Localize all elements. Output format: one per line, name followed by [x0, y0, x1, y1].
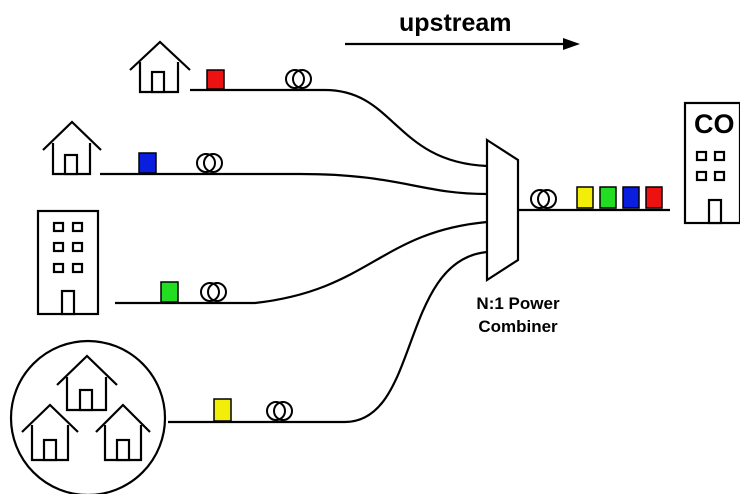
- signal-block-green: [160, 281, 179, 303]
- central-office-label: CO: [694, 109, 735, 139]
- combined-signal-blue: [622, 186, 640, 209]
- fiber-spool-icon: [285, 69, 312, 89]
- combiner-label-line1: N:1 Power: [476, 294, 560, 313]
- combiner-label: N:1 Power Combiner: [448, 292, 588, 338]
- house-icon: [129, 40, 191, 94]
- signal-block-yellow: [213, 398, 232, 422]
- fiber-red-house: [190, 88, 488, 168]
- combined-signal-yellow: [576, 186, 594, 209]
- fiber-spool-icon: [196, 153, 223, 173]
- upstream-label: upstream: [399, 9, 512, 37]
- upstream-arrow: [345, 38, 580, 50]
- power-combiner: [485, 137, 520, 283]
- house-icon: [42, 120, 102, 176]
- signal-block-blue: [138, 152, 157, 174]
- fiber-blue-house: [100, 172, 488, 196]
- combined-signal-green: [599, 186, 617, 209]
- fiber-spool-icon: [200, 282, 227, 302]
- combined-signal-red: [645, 186, 663, 209]
- fiber-green-building: [115, 220, 488, 305]
- apartment-building-icon: [36, 209, 100, 316]
- signal-block-red: [206, 69, 225, 90]
- central-office-building-icon: [683, 101, 740, 225]
- fiber-spool-icon: [530, 189, 557, 209]
- fiber-yellow-neighborhood: [168, 250, 488, 424]
- neighborhood-houses-icon: [9, 339, 167, 497]
- combiner-label-line2: Combiner: [478, 317, 558, 336]
- fiber-spool-icon: [266, 401, 293, 421]
